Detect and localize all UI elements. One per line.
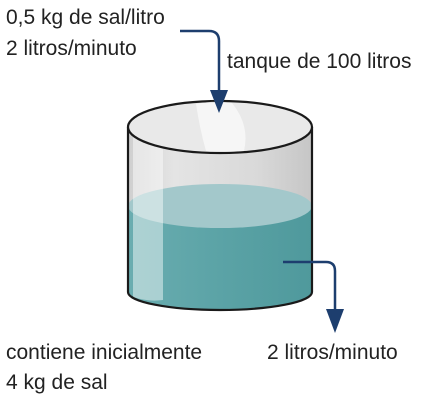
tank-reflection: [133, 136, 163, 301]
tank-top-highlight: [196, 101, 246, 152]
inflow-rate-label: 2 litros/minuto: [6, 37, 137, 60]
water-surface: [128, 184, 312, 228]
tank-outline: [126, 127, 314, 312]
tank-water: [128, 206, 312, 310]
outflow-arrow: [283, 260, 337, 311]
tank-capacity-label: tanque de 100 litros: [227, 50, 412, 73]
inflow-arrowhead: [210, 90, 228, 113]
outflow-rate-label: 2 litros/minuto: [267, 341, 398, 364]
inflow-concentration-label: 0,5 kg de sal/litro: [6, 6, 165, 29]
initial-contents-label: contiene inicialmente: [6, 341, 203, 364]
initial-salt-label: 4 kg de sal: [6, 371, 108, 394]
outflow-arrowhead: [326, 309, 344, 333]
inflow-arrow: [180, 29, 221, 92]
